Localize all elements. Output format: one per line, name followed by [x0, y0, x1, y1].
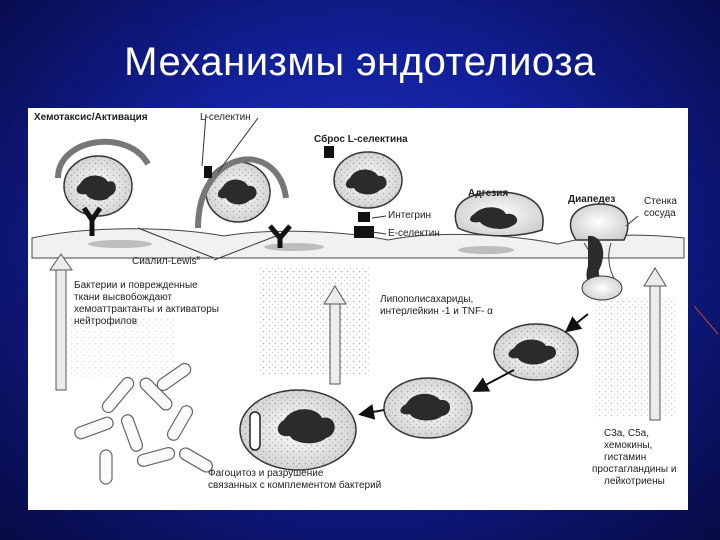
label-vessel-wall-1: Стенка [644, 196, 677, 207]
note-complement-3: гистамин [604, 452, 646, 463]
gradient-arrow-2 [323, 285, 347, 385]
label-l-selectin: L-селектин [200, 112, 251, 123]
note-lps-2: интерлейкин -1 и TNF- α [380, 306, 493, 317]
neutrophil-2 [205, 161, 271, 223]
note-complement-2: хемокины, [604, 440, 652, 451]
neutrophil-3 [333, 151, 403, 209]
diagram-panel: Хемотаксис/Активация L-селектин Сброс L-… [28, 108, 688, 510]
endotheliosis-diagram: Хемотаксис/Активация L-селектин Сброс L-… [31, 112, 685, 491]
note-complement-1: C3a, C5a, [604, 428, 649, 439]
chemoattractant-field [56, 268, 676, 418]
note-bacteria-3: хемоаттрактанты и активаторы [74, 304, 219, 315]
receptors [81, 146, 374, 248]
note-lps-1: Липополисахариды, [380, 294, 473, 305]
pointer-lines [137, 113, 639, 261]
neutrophil-4 [454, 191, 544, 237]
note-complement-4: простагландины и [592, 464, 676, 475]
label-integrin: Интегрин [388, 210, 431, 221]
neutrophil-5 [493, 323, 579, 381]
note-bacteria-1: Бактерии и поврежденные [74, 280, 198, 291]
label-sialyl-lewis: Сиалил-Lewisx [132, 255, 201, 267]
label-chemotaxis: Хемотаксис/Активация [34, 112, 148, 123]
sequence-arrows [358, 313, 589, 420]
note-phago-1: Фагоцитоз и разрушение [208, 468, 324, 479]
slide-title: Механизмы эндотелиоза [124, 40, 596, 84]
label-e-selectin: E-селектин [388, 228, 440, 239]
neutrophil-6 [383, 377, 473, 439]
bacteria [74, 362, 213, 485]
neutrophil-diapedesis [569, 203, 629, 301]
rolling-arrow-1 [55, 138, 151, 179]
label-adhesion: Адгезия [468, 188, 508, 199]
note-phago-2: связанных с комплементом бактерий [208, 479, 381, 491]
note-bacteria-4: нейтрофилов [74, 315, 137, 327]
note-bacteria-2: ткани высвобождают [74, 291, 172, 303]
gradient-arrow-1 [49, 253, 73, 391]
rolling-arrow-2 [195, 156, 289, 229]
label-shedding: Сброс L-селектина [314, 133, 408, 145]
label-vessel-wall-2: сосуда [644, 208, 676, 219]
note-complement-5: лейкотриены [604, 476, 665, 487]
slide-decoration-line [694, 305, 719, 335]
label-diapedesis: Диапедез [568, 194, 615, 205]
gradient-arrow-3 [643, 267, 667, 421]
neutrophil-phagocyte [239, 389, 357, 471]
neutrophil-1 [63, 155, 133, 217]
